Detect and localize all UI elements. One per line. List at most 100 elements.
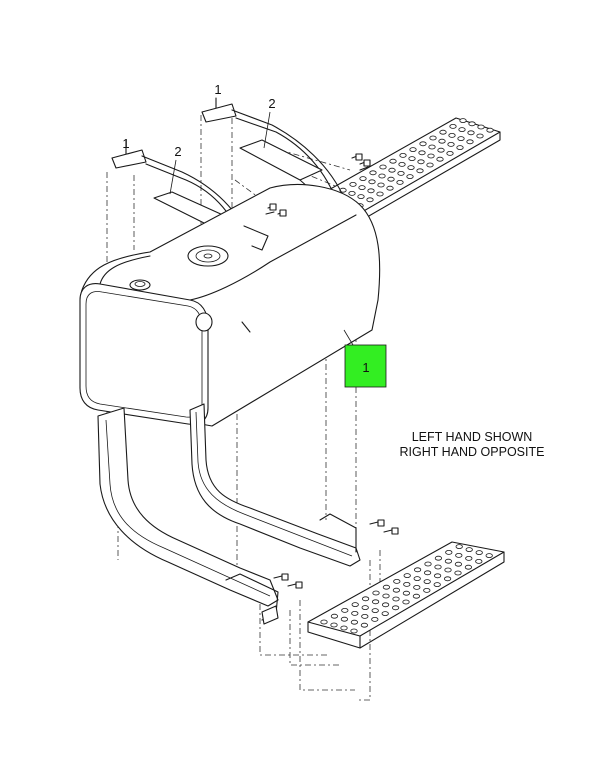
- tank-callout-highlight[interactable]: [344, 344, 387, 388]
- step-hole: [377, 182, 385, 188]
- step-hole: [361, 596, 370, 602]
- step-hole: [486, 127, 494, 133]
- step-hole: [423, 579, 431, 584]
- step-hole: [406, 174, 414, 180]
- step-hole: [371, 608, 379, 613]
- step-hole: [351, 611, 359, 616]
- step-hole: [367, 188, 375, 194]
- step-hole: [413, 585, 421, 590]
- step-hole: [392, 596, 400, 602]
- step-hole: [381, 602, 390, 608]
- step-hole: [403, 582, 411, 587]
- step-hole: [366, 197, 374, 203]
- step-hole: [417, 159, 425, 165]
- step-hole: [423, 570, 432, 576]
- step-hole: [467, 130, 475, 136]
- step-hole: [423, 588, 431, 593]
- step-hole: [454, 561, 462, 567]
- step-hole: [388, 167, 396, 173]
- step-hole: [407, 165, 415, 171]
- step-hole: [413, 567, 422, 573]
- step-hole: [428, 144, 436, 150]
- step-hole: [382, 593, 390, 599]
- step-hole: [403, 573, 411, 578]
- step-hole: [386, 185, 394, 191]
- step-hole: [426, 162, 434, 168]
- callout-strap-front: 1: [122, 136, 129, 151]
- step-hole: [389, 158, 397, 164]
- note-line-1: LEFT HAND SHOWN: [412, 430, 533, 444]
- step-hole: [419, 141, 427, 147]
- upper-strap-ends: [241, 225, 269, 333]
- orientation-note: LEFT HAND SHOWN RIGHT HAND OPPOSITE: [400, 430, 545, 459]
- callouts: 1 1 2 2 1: [122, 82, 387, 388]
- step-hole: [427, 153, 435, 159]
- step-hole: [456, 145, 464, 151]
- step-hole: [485, 553, 493, 558]
- step-hole: [402, 599, 410, 605]
- leader-rear: [263, 111, 271, 149]
- step-hole: [399, 152, 407, 158]
- step-hole: [382, 584, 390, 590]
- step-hole: [455, 553, 463, 558]
- step-hole: [436, 156, 444, 162]
- step-hole: [391, 605, 400, 611]
- lower-step: [307, 541, 505, 649]
- step-hole: [477, 124, 485, 130]
- step-hole: [408, 156, 416, 162]
- step-hole: [418, 150, 426, 156]
- step-hole: [458, 127, 466, 133]
- step-hole: [429, 135, 437, 141]
- step-hole: [448, 132, 456, 138]
- step-hole: [398, 161, 406, 167]
- step-hole: [393, 579, 401, 584]
- step-hole: [424, 561, 432, 567]
- step-hole: [340, 616, 348, 622]
- step-hole: [444, 558, 452, 564]
- step-hole: [457, 136, 465, 142]
- step-hole: [402, 590, 410, 596]
- step-hole: [371, 599, 380, 605]
- lower-bolts: [273, 519, 399, 589]
- step-hole: [464, 564, 472, 570]
- step-hole: [437, 147, 445, 153]
- step-hole: [368, 179, 376, 185]
- step-hole: [330, 613, 338, 619]
- step-hole: [466, 139, 474, 145]
- step-hole: [447, 141, 455, 147]
- step-hole: [409, 147, 417, 153]
- step-hole: [378, 173, 386, 179]
- step-hole: [350, 628, 358, 634]
- step-hole: [459, 118, 467, 123]
- step-hole: [361, 614, 369, 619]
- step-hole: [381, 611, 389, 616]
- step-hole: [361, 605, 369, 610]
- step-hole: [371, 617, 379, 622]
- step-hole: [376, 191, 384, 197]
- step-hole: [379, 164, 387, 170]
- lower-step-holes: [320, 544, 493, 634]
- step-hole: [392, 587, 400, 593]
- step-hole: [350, 619, 358, 625]
- step-hole: [445, 550, 453, 555]
- step-hole: [369, 170, 377, 176]
- step-hole: [359, 176, 367, 182]
- step-hole: [443, 576, 452, 582]
- step-hole: [351, 602, 359, 607]
- step-hole: [396, 179, 404, 185]
- step-hole: [475, 550, 483, 555]
- step-hole: [438, 138, 446, 144]
- step-hole: [320, 619, 328, 625]
- step-hole: [416, 168, 424, 174]
- step-hole: [454, 570, 462, 576]
- step-hole: [413, 576, 421, 581]
- step-hole: [433, 582, 441, 587]
- lower-bracket-front: [97, 407, 279, 625]
- step-hole: [439, 129, 447, 135]
- step-hole: [360, 622, 368, 628]
- step-hole: [455, 544, 463, 549]
- step-hole: [465, 547, 473, 552]
- fuel-tank: [79, 184, 381, 427]
- callout-tank: 1: [362, 360, 369, 375]
